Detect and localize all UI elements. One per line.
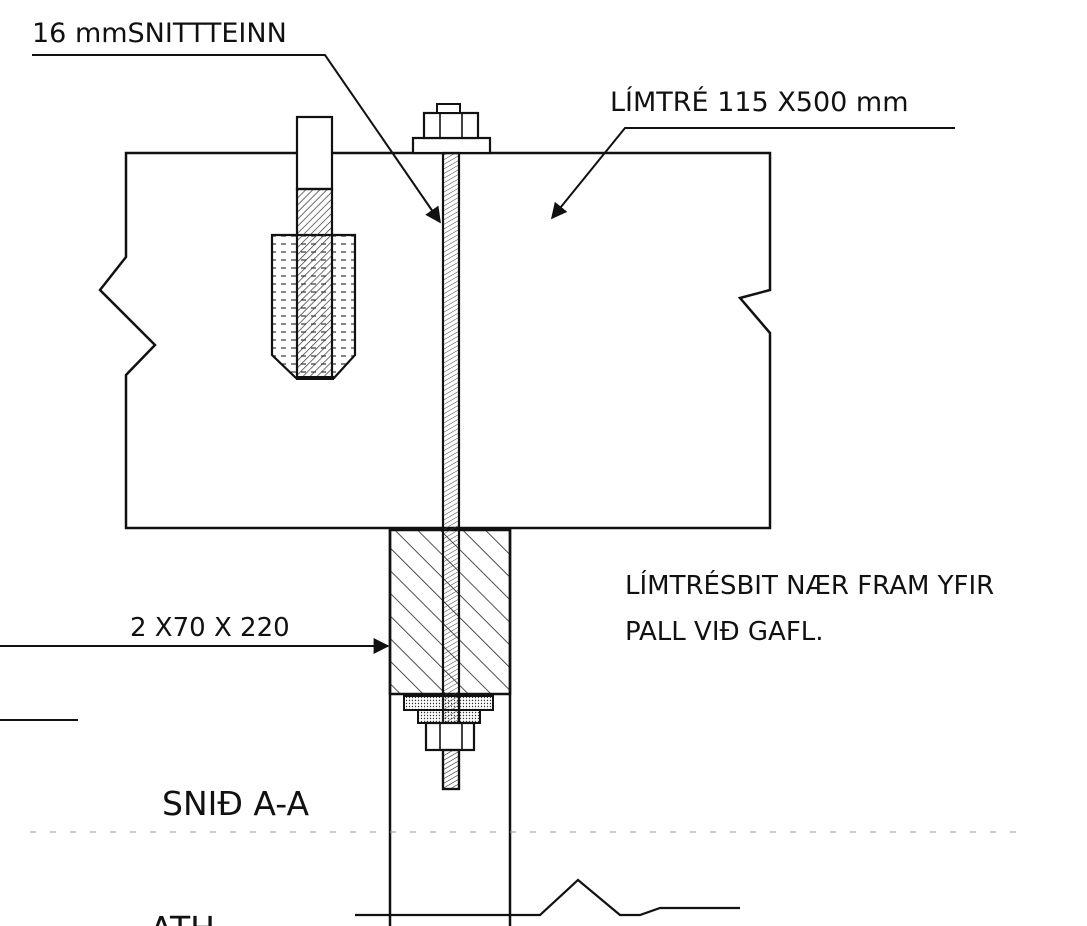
top-nut [422, 111, 480, 140]
top-washer [411, 136, 492, 155]
bottom-washer-1 [403, 695, 494, 711]
anchor-core [295, 187, 334, 380]
bottom-nut [424, 721, 476, 752]
anchor-cap [295, 115, 334, 191]
note-line-2: PALL VIÐ GAFL. [625, 617, 824, 647]
glulam-label: LÍMTRÉ 115 X500 mm [610, 86, 909, 118]
glulam-leader [550, 127, 955, 220]
section-label: SNIÐ A-A [162, 784, 309, 823]
threaded-rod [441, 151, 461, 791]
partial-label: ATH [150, 909, 215, 926]
bolt-leader [32, 54, 441, 224]
glulam-beam [98, 151, 772, 530]
note-line-1: LÍMTRÉSBIT NÆR FRAM YFIR [625, 569, 994, 601]
bottom-washer-2 [417, 709, 481, 724]
bolt-label: 16 mmSNITTTEINN [32, 18, 287, 49]
bottom-break-line [355, 878, 740, 917]
spacer-label: 2 X70 X 220 [130, 613, 290, 643]
